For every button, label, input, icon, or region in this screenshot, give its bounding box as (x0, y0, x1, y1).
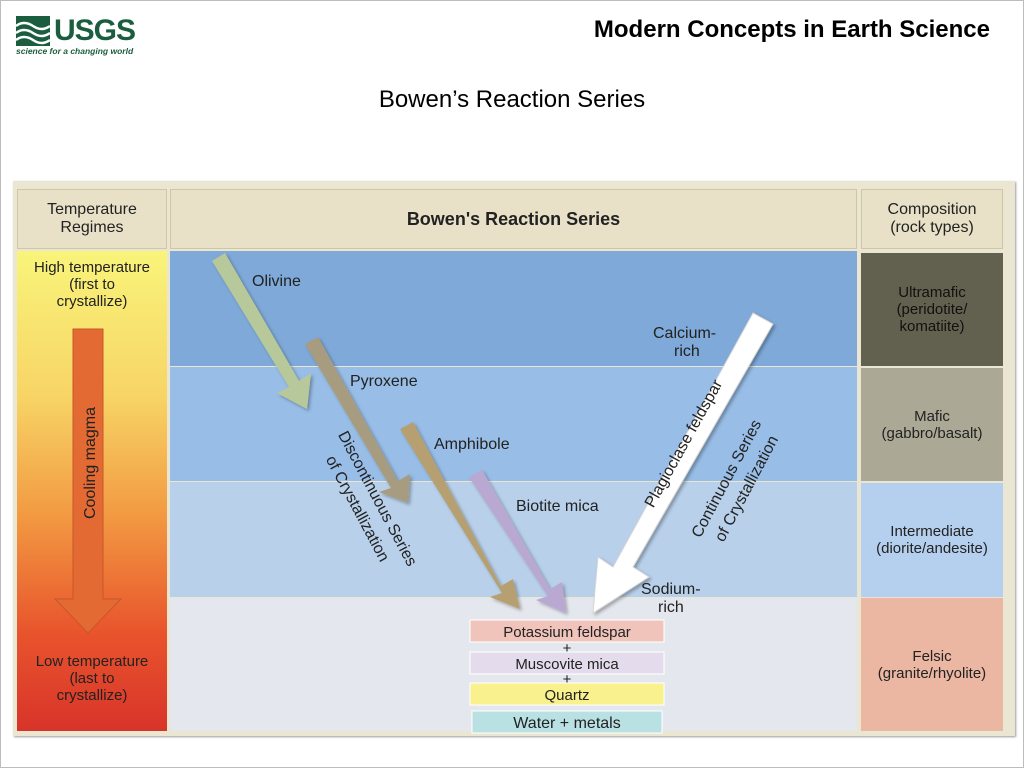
low-temperature-line3: crystallize) (56, 687, 128, 704)
usgs-wave-icon (16, 16, 50, 46)
pyroxene-label: Pyroxene (350, 373, 418, 390)
cooling-magma-label: Cooling magma (82, 407, 99, 519)
plagioclase-arrow (592, 312, 774, 614)
composition-mafic: Mafic (gabbro/basalt) (861, 368, 1003, 481)
potassium-feldspar-label: Potassium feldspar (503, 624, 631, 641)
composition-felsic: Felsic (granite/rhyolite) (861, 598, 1003, 731)
composition-ultramafic-line2: (peridotite/ (896, 301, 968, 318)
header-temperature-line2: Regimes (60, 219, 124, 236)
high-temperature-line2: (first to (69, 276, 115, 293)
pyroxene-arrow (305, 337, 410, 503)
composition-mafic-line2: (gabbro/basalt) (881, 424, 983, 442)
high-temperature-label: High temperature (first to crystallize) (17, 259, 167, 310)
water-metals-box (471, 710, 663, 734)
composition-intermediate-line2: (diorite/andesite) (876, 540, 988, 557)
header-composition-line2: (rock types) (890, 219, 974, 236)
muscovite-mica-box (469, 651, 665, 675)
usgs-logo: USGS science for a changing world (16, 14, 136, 58)
high-temperature-line1: High temperature (34, 259, 150, 276)
composition-felsic-line1: Felsic (912, 647, 952, 665)
header-temperature-line1: Temperature (47, 201, 137, 218)
composition-ultramafic: Ultramafic (peridotite/ komatiite) (861, 253, 1003, 366)
olivine-arrow (212, 253, 311, 409)
header-series: Bowen's Reaction Series (170, 189, 857, 249)
muscovite-mica-label: Muscovite mica (515, 656, 619, 673)
logo-word: USGS (54, 14, 136, 47)
water-metals-label: Water + metals (513, 715, 620, 732)
quartz-label: Quartz (544, 687, 589, 704)
header-temperature: Temperature Regimes (17, 189, 167, 249)
composition-intermediate-line1: Intermediate (890, 523, 974, 540)
composition-ultramafic-line3: komatiite) (899, 318, 965, 335)
header-composition-line1: Composition (887, 201, 977, 218)
slide-subtitle: Bowen’s Reaction Series (378, 86, 646, 113)
low-temperature-line2: (last to (69, 670, 115, 687)
plus-sign-1: + (563, 640, 572, 657)
bowen-diagram: Temperature Regimes Bowen's Reaction Ser… (13, 181, 1015, 736)
series-arrows: Cooling magma Olivine Pyroxene Amphibole… (53, 253, 782, 734)
logo-tagline: science for a changing world (16, 46, 134, 56)
amphibole-label: Amphibole (434, 436, 510, 453)
composition-felsic-line2: (granite/rhyolite) (877, 664, 987, 682)
low-temperature-line1: Low temperature (35, 653, 149, 670)
cooling-magma-arrow (53, 328, 123, 634)
sodium-rich-label-line2: rich (658, 599, 684, 616)
amphibole-arrow (400, 422, 520, 609)
potassium-feldspar-box (469, 619, 665, 643)
composition-ultramafic-line1: Ultramafic (898, 284, 966, 301)
calcium-rich-label-line2: rich (674, 343, 700, 360)
high-temperature-line3: crystallize) (56, 293, 128, 310)
header-composition: Composition (rock types) (861, 189, 1003, 249)
plus-sign-2: + (563, 671, 572, 688)
header-title: Modern Concepts in Earth Science (593, 16, 990, 43)
olivine-label: Olivine (252, 273, 301, 290)
sodium-rich-label-line1: Sodium- (641, 581, 701, 598)
biotite-label: Biotite mica (516, 498, 599, 515)
biotite-arrow (469, 470, 566, 613)
band-mafic-row (170, 367, 857, 481)
low-temperature-label: Low temperature (last to crystallize) (17, 653, 167, 704)
composition-mafic-line1: Mafic (914, 407, 950, 425)
header-series-label: Bowen's Reaction Series (406, 209, 621, 229)
composition-intermediate: Intermediate (diorite/andesite) (861, 483, 1003, 597)
calcium-rich-label-line1: Calcium- (653, 325, 716, 342)
quartz-box (469, 682, 665, 706)
